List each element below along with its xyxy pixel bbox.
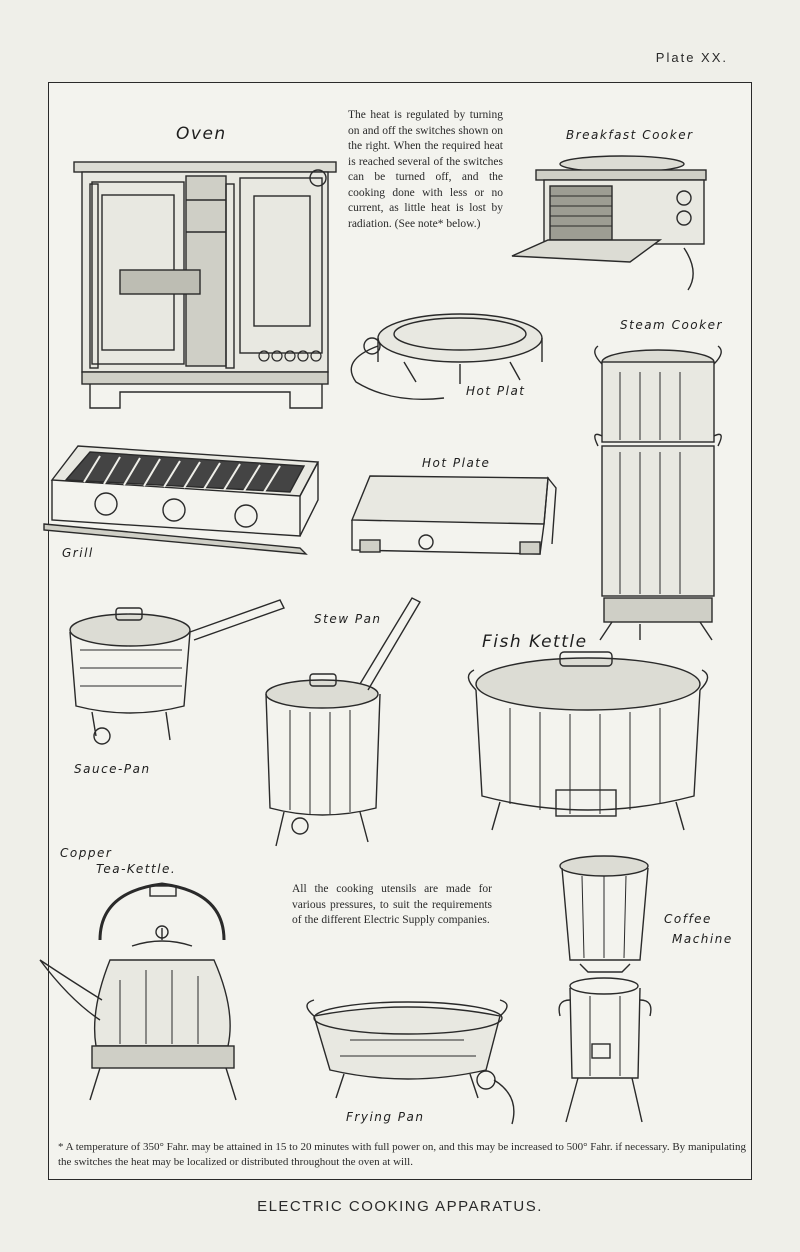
heat-regulation-note: The heat is regulated by turning on and … xyxy=(348,109,503,230)
steam-cooker-drawing xyxy=(594,345,722,641)
footnote: * A temperature of 350° Fahr. may be att… xyxy=(58,1141,746,1168)
label-tea-kettle: Tea-Kettle. xyxy=(96,862,177,876)
frying-pan-drawing xyxy=(306,999,515,1125)
label-machine: Machine xyxy=(672,932,733,946)
sauce-pan-drawing xyxy=(69,599,285,745)
label-hot-plate-round: Hot Plat xyxy=(466,384,526,398)
label-fish-kettle: Fish Kettle xyxy=(482,632,588,652)
label-breakfast-cooker: Breakfast Cooker xyxy=(566,128,694,142)
hot-plate-round-drawing xyxy=(350,313,543,400)
label-oven: Oven xyxy=(176,124,227,144)
label-copper: Copper xyxy=(60,846,113,860)
label-hot-plate-rect: Hot Plate xyxy=(422,456,491,470)
grill-drawing xyxy=(43,445,320,555)
label-frying-pan: Frying Pan xyxy=(346,1110,425,1124)
plate-number: Plate XX. xyxy=(655,50,728,65)
label-coffee: Coffee xyxy=(664,912,712,926)
fish-kettle-drawing xyxy=(467,651,709,831)
oven-drawing xyxy=(73,161,337,409)
hot-plate-rect-drawing xyxy=(350,475,557,555)
coffee-machine-drawing xyxy=(558,855,652,1123)
plate-caption: ELECTRIC COOKING APPARATUS. xyxy=(257,1198,543,1215)
utensils-note: All the cooking utensils are made for va… xyxy=(292,883,492,926)
label-grill: Grill xyxy=(62,546,94,560)
label-steam-cooker: Steam Cooker xyxy=(620,318,723,332)
stew-pan-drawing xyxy=(265,597,421,847)
label-sauce-pan: Sauce-Pan xyxy=(74,762,151,776)
breakfast-cooker-drawing xyxy=(511,155,707,291)
label-stew-pan: Stew Pan xyxy=(314,612,382,626)
tea-kettle-drawing xyxy=(39,882,237,1101)
